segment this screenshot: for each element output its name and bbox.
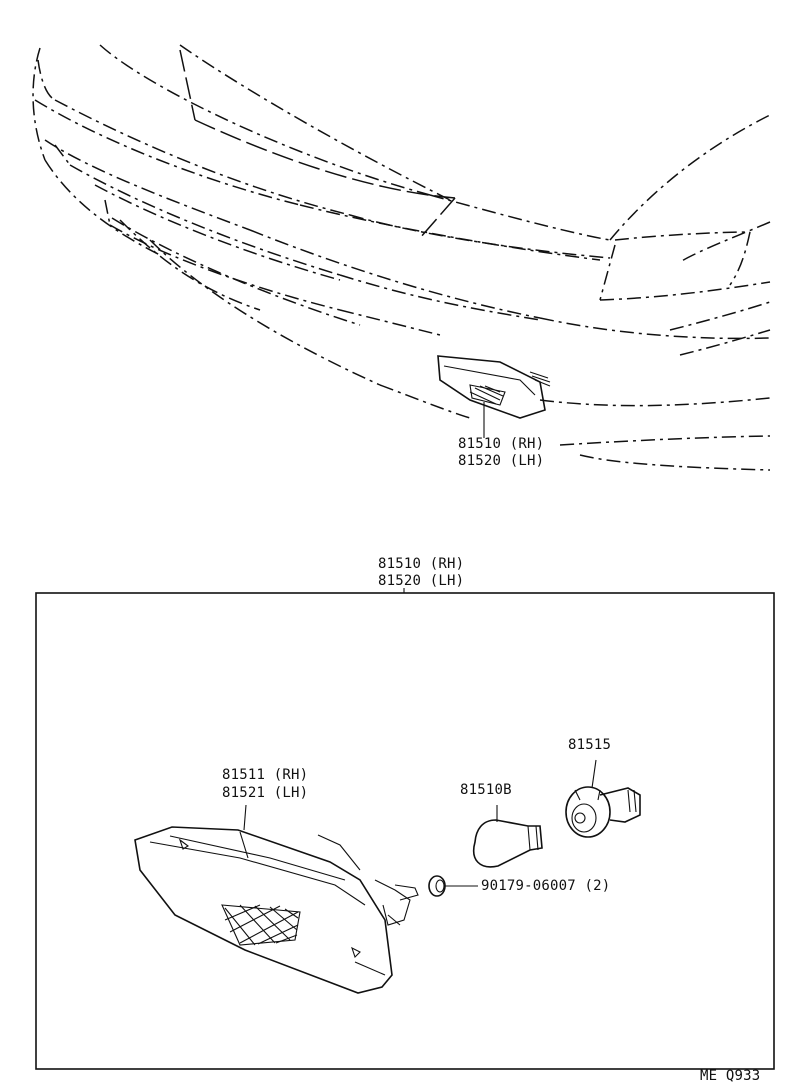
car-front-overview [32,44,771,471]
assembly-rh-label: 81510 (RH) [378,556,465,572]
overview-side-lamp [437,355,551,438]
bulb-icon [473,805,543,868]
assembly-lh-label: 81520 (LH) [378,573,465,589]
detail-frame [35,592,775,1070]
bulb-label: 81510B [460,782,512,798]
socket-label: 81515 [568,737,612,753]
lamp-lens [134,826,419,994]
gasket-icon [428,875,478,897]
overview-lamp-lh-label: 81520 (LH) [458,453,545,469]
lens-rh-label: 81511 (RH) [222,767,309,783]
gasket-label: 90179-06007 (2) [481,878,611,894]
socket-icon [565,759,641,838]
lens-lh-label: 81521 (LH) [222,785,309,801]
overview-lamp-rh-label: 81510 (RH) [458,436,545,452]
page-code: ME Q933 [700,1068,761,1084]
